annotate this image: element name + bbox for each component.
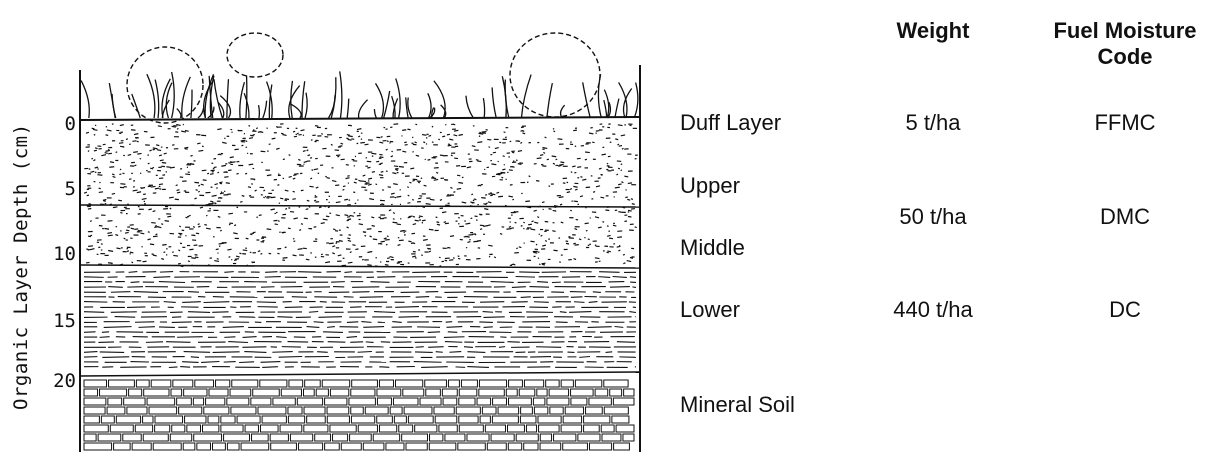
row-upper-middle-weight: 50 t/ha [858, 204, 1008, 230]
lower-layer-texture [84, 272, 636, 368]
soil-profile-diagram [0, 0, 660, 455]
row-mineral-soil-label: Mineral Soil [680, 392, 795, 418]
fibric-humic-texture [84, 124, 638, 267]
mineral-soil-texture [84, 380, 634, 450]
depth-axis-label: Organic Layer Depth (cm) [10, 90, 32, 410]
fuel-moisture-code-header: Fuel Moisture Code [1030, 18, 1220, 70]
row-duff-layer-code: FFMC [1030, 110, 1220, 136]
depth-tick-5: 5 [40, 178, 76, 200]
depth-tick-15: 15 [40, 310, 76, 332]
weight-header: Weight [858, 18, 1008, 44]
depth-tick-0: 0 [40, 113, 76, 135]
surface-vegetation [81, 33, 638, 123]
row-upper-label: Upper [680, 173, 740, 199]
soil-profile-illustration [0, 0, 660, 455]
depth-tick-10: 10 [40, 243, 76, 265]
layer-boundary-lower-mineral [80, 372, 640, 376]
row-lower-weight: 440 t/ha [858, 297, 1008, 323]
row-lower-label: Lower [680, 297, 740, 323]
row-middle-label: Middle [680, 235, 745, 261]
depth-tick-20: 20 [40, 370, 76, 392]
row-duff-layer-label: Duff Layer [680, 110, 781, 136]
row-upper-middle-code: DMC [1030, 204, 1220, 230]
row-lower-code: DC [1030, 297, 1220, 323]
row-duff-layer-weight: 5 t/ha [858, 110, 1008, 136]
layer-boundary-middle-lower [80, 265, 640, 268]
